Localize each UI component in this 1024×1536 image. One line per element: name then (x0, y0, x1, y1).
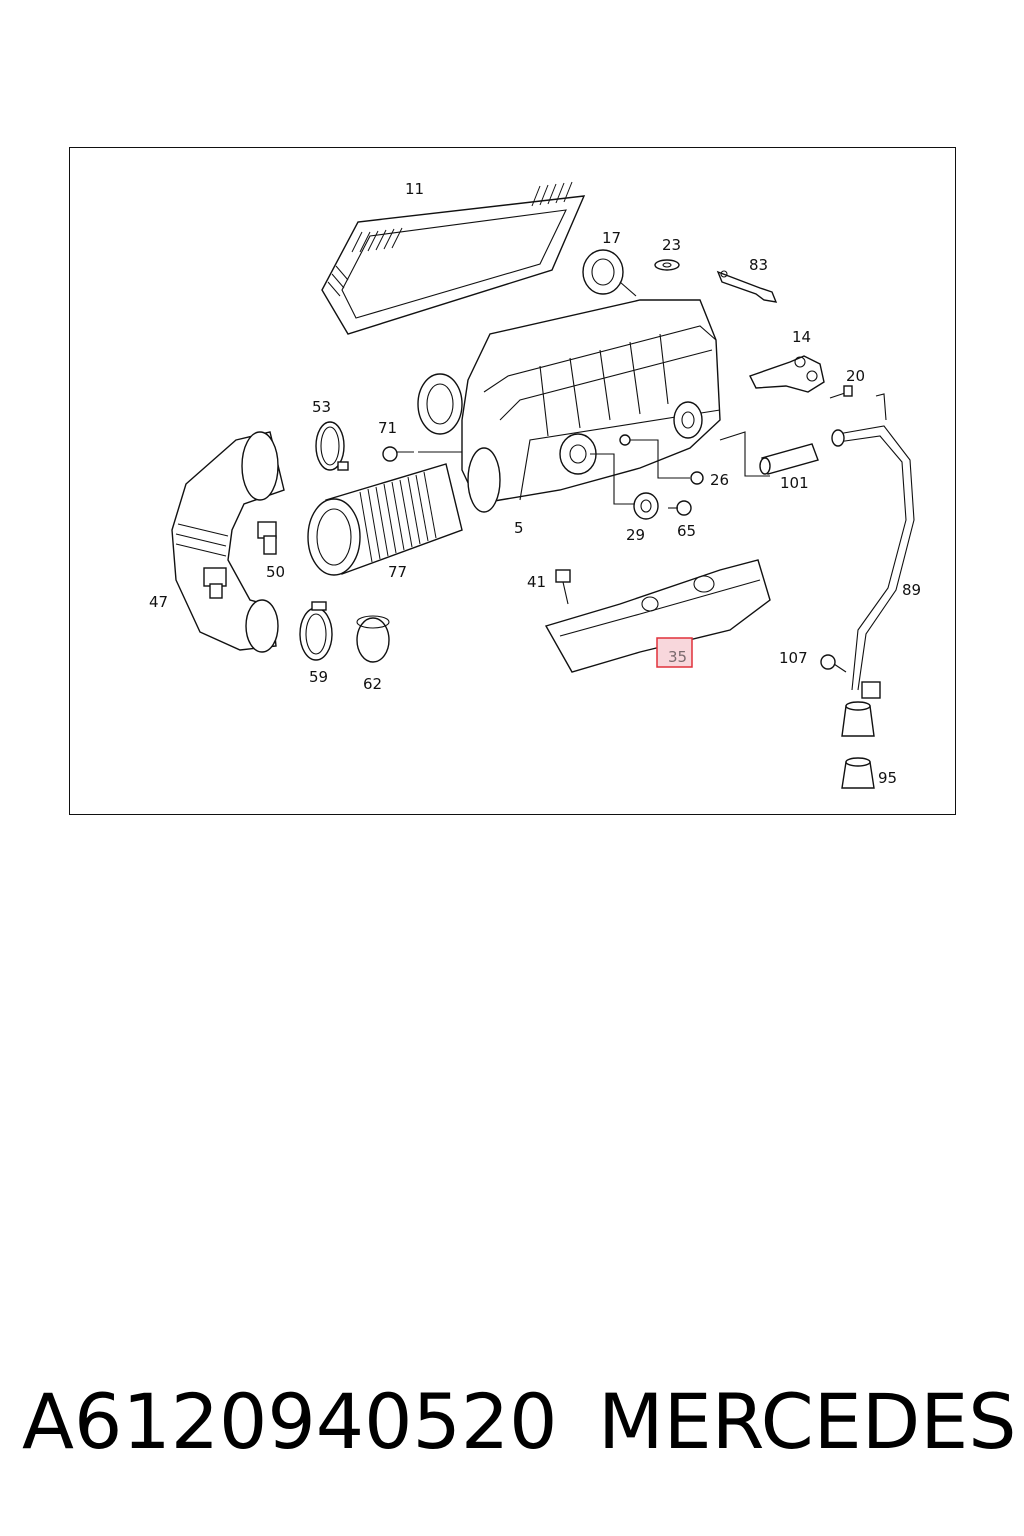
callout-59: 59 (309, 668, 328, 686)
screw-20 (829, 385, 853, 399)
bolt-107 (820, 654, 847, 673)
callout-83: 83 (749, 256, 768, 274)
callout-89: 89 (902, 581, 921, 599)
callout-65: 65 (677, 522, 696, 540)
bolt-41 (555, 569, 571, 605)
fitting-on-pipe (203, 567, 227, 599)
callout-23: 23 (662, 236, 681, 254)
callout-5: 5 (514, 519, 524, 537)
callout-29: 29 (626, 526, 645, 544)
bolt-65 (668, 500, 692, 516)
grommet (654, 259, 680, 271)
sleeve-101 (719, 431, 819, 477)
intake-manifold-housing (461, 299, 721, 513)
bracket (716, 270, 778, 303)
part-number: A6120940520 (22, 1377, 558, 1466)
heat-shield (544, 559, 771, 673)
sealing-ring-62 (356, 615, 390, 663)
callout-41: 41 (527, 573, 546, 591)
nut-26 (619, 434, 704, 485)
callout-11: 11 (405, 180, 424, 198)
callout-95: 95 (878, 769, 897, 787)
line-end-grommet (841, 701, 875, 737)
pressure-sensor (749, 355, 825, 393)
callout-17: 17 (602, 229, 621, 247)
air-filter-element (321, 181, 586, 335)
callout-35-highlight (656, 637, 693, 668)
bolt-71 (382, 446, 462, 462)
callout-53: 53 (312, 398, 331, 416)
callout-107: 107 (779, 649, 808, 667)
vent-line (831, 393, 915, 699)
callout-14: 14 (792, 328, 811, 346)
callout-47: 47 (149, 593, 168, 611)
callout-77: 77 (388, 563, 407, 581)
callout-20: 20 (846, 367, 865, 385)
callout-62: 62 (363, 675, 382, 693)
hose-clamp-53 (315, 421, 349, 471)
housing-inlet-collar (417, 373, 463, 435)
bent-intake-pipe (171, 431, 285, 653)
brand-name: MERCEDES (598, 1377, 1017, 1466)
sensor-cap (582, 249, 637, 297)
callout-50: 50 (266, 563, 285, 581)
callout-labels: 11 17 23 83 14 20 53 71 5 26 101 29 65 4… (149, 180, 921, 787)
callout-101: 101 (780, 474, 809, 492)
corrugated-intake-hose (307, 463, 463, 576)
grommet-95 (841, 757, 875, 789)
callout-71: 71 (378, 419, 397, 437)
grommet-29 (590, 453, 659, 520)
fitting-50 (257, 521, 277, 555)
footer: A6120940520 MERCEDES (0, 1372, 1024, 1472)
callout-35: 35 (668, 648, 687, 666)
callout-26: 26 (710, 471, 729, 489)
hose-clamp-59 (299, 601, 333, 661)
